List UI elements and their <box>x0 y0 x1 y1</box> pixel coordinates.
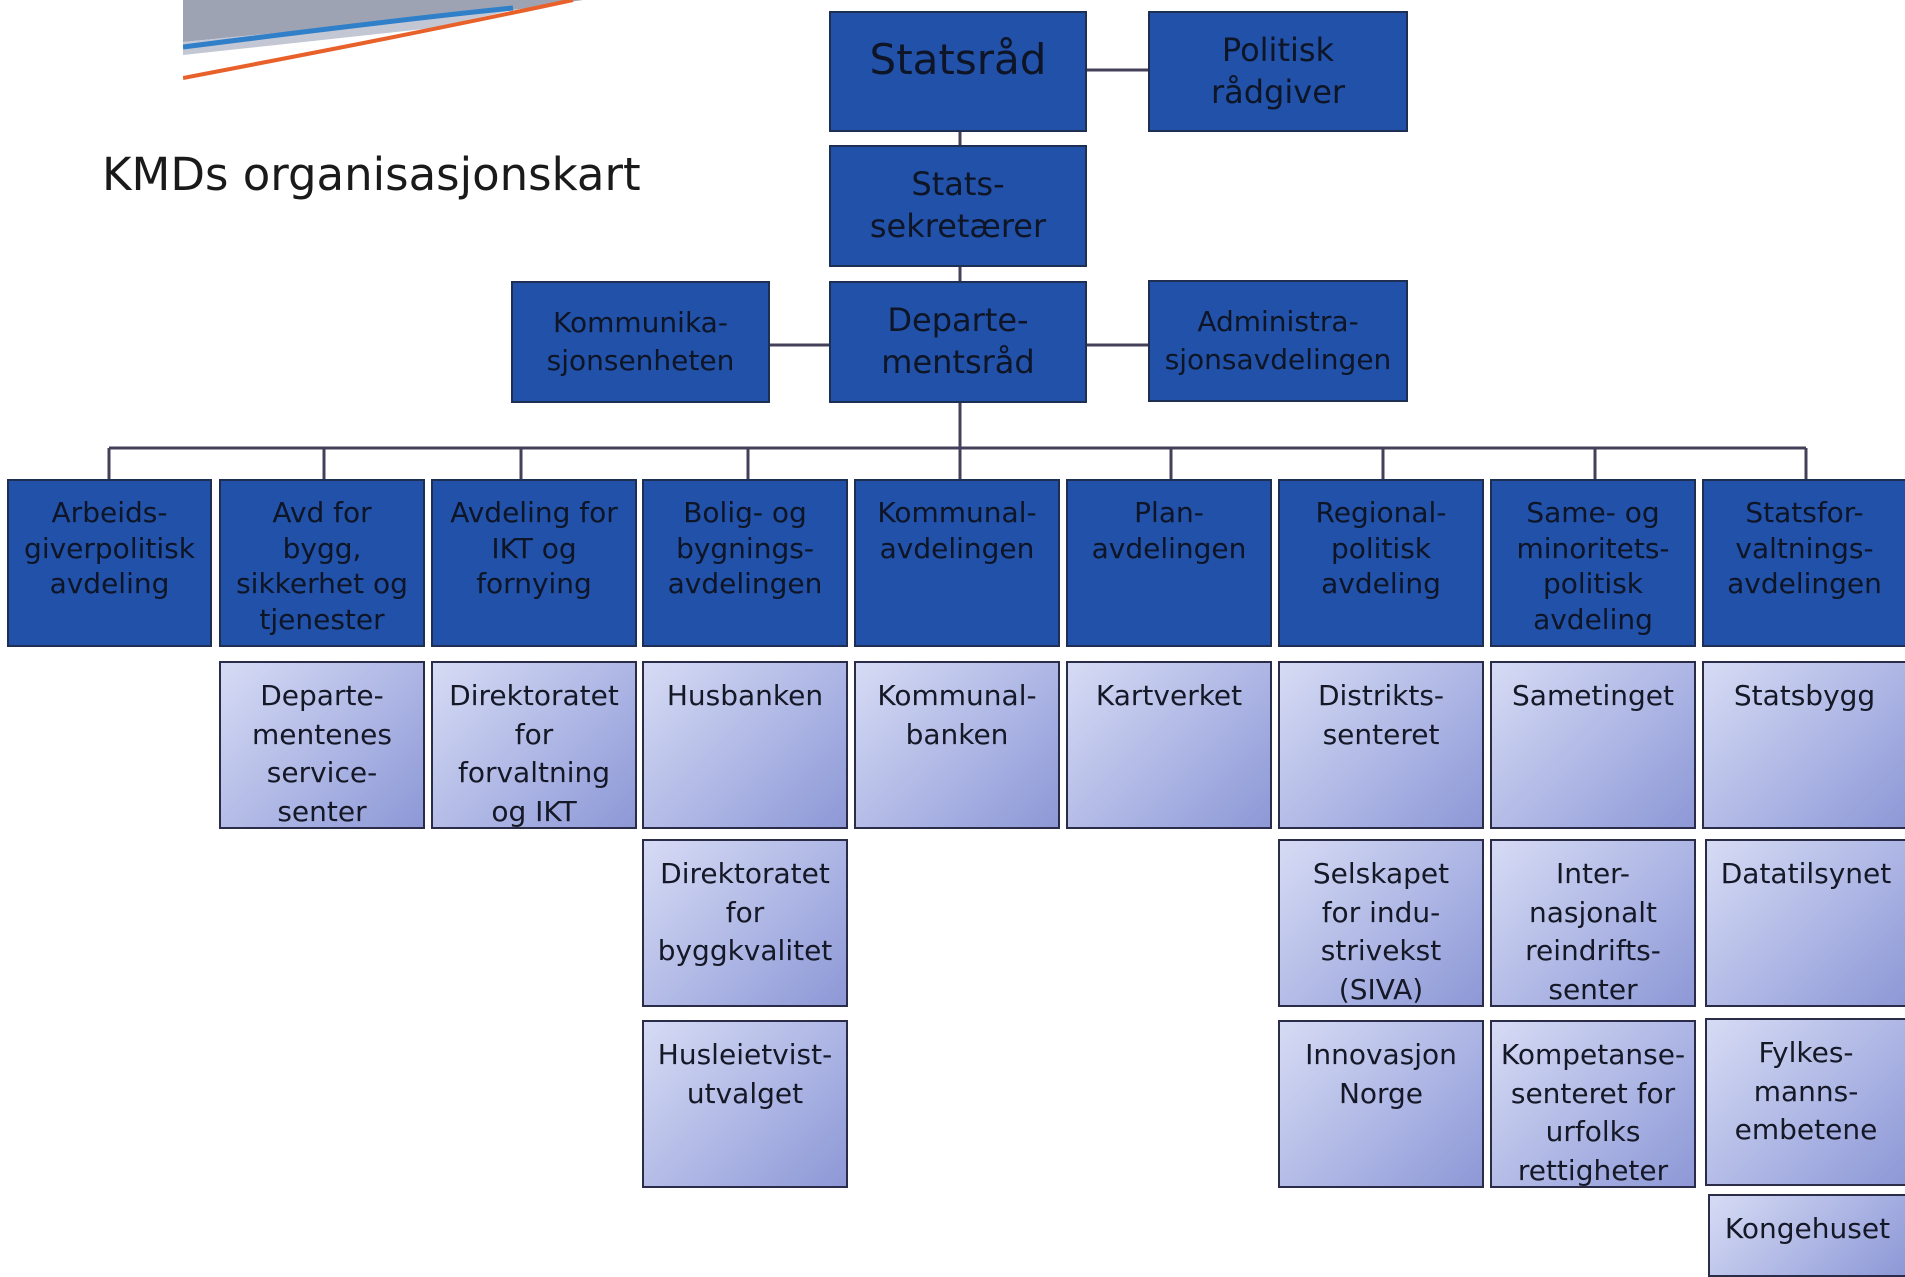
agency-box: Inter- nasjonalt reindrifts- senter <box>1490 839 1696 1007</box>
agency-box: Departe- mentenes service- senter <box>219 661 425 829</box>
logo-band-light <box>183 10 513 55</box>
department-box: Same- og minoritets- politisk avdeling <box>1490 479 1696 647</box>
page-title: KMDs organisasjonskart <box>102 148 641 201</box>
agency-box: Kompetanse- senteret for urfolks rettigh… <box>1490 1020 1696 1188</box>
logo-swoosh-icon <box>183 0 583 80</box>
agency-box: Selskapet for indu- strivekst (SIVA) <box>1278 839 1484 1007</box>
agency-box: Sametinget <box>1490 661 1696 829</box>
agency-box: Direktoratet for forvaltning og IKT <box>431 661 637 829</box>
agency-box: Kongehuset <box>1708 1194 1905 1277</box>
agency-box: Statsbygg <box>1702 661 1905 829</box>
agency-box: Kartverket <box>1066 661 1272 829</box>
agency-box: Innovasjon Norge <box>1278 1020 1484 1188</box>
department-box: Regional- politisk avdeling <box>1278 479 1484 647</box>
box-departementsrad: Departe- mentsråd <box>829 281 1087 403</box>
box-statssekretaerer: Stats- sekretærer <box>829 145 1087 267</box>
agency-box: Fylkes- manns- embetene <box>1705 1018 1905 1186</box>
agency-box: Husbanken <box>642 661 848 829</box>
logo-line-blue <box>183 5 514 50</box>
department-box: Statsfor- valtnings- avdelingen <box>1702 479 1905 647</box>
agency-box: Distrikts- senteret <box>1278 661 1484 829</box>
agency-box: Direktoratet for byggkvalitet <box>642 839 848 1007</box>
agency-box: Kommunal- banken <box>854 661 1060 829</box>
department-box: Avdeling for IKT og fornying <box>431 479 637 647</box>
box-administrasjonsavdelingen: Administra- sjonsavdelingen <box>1148 280 1408 402</box>
agency-box: Datatilsynet <box>1705 839 1905 1007</box>
department-box: Arbeids- giverpolitisk avdeling <box>7 479 212 647</box>
department-box: Avd for bygg, sikkerhet og tjenester <box>219 479 425 647</box>
department-box: Bolig- og bygnings- avdelingen <box>642 479 848 647</box>
department-box: Plan- avdelingen <box>1066 479 1272 647</box>
box-politisk-radgiver: Politisk rådgiver <box>1148 11 1408 132</box>
logo-line-orange <box>183 0 574 80</box>
box-kommunikasjonsenheten: Kommunika- sjonsenheten <box>511 281 770 403</box>
agency-box: Husleietvist- utvalget <box>642 1020 848 1188</box>
box-statsrad: Statsråd <box>829 11 1087 132</box>
department-box: Kommunal- avdelingen <box>854 479 1060 647</box>
